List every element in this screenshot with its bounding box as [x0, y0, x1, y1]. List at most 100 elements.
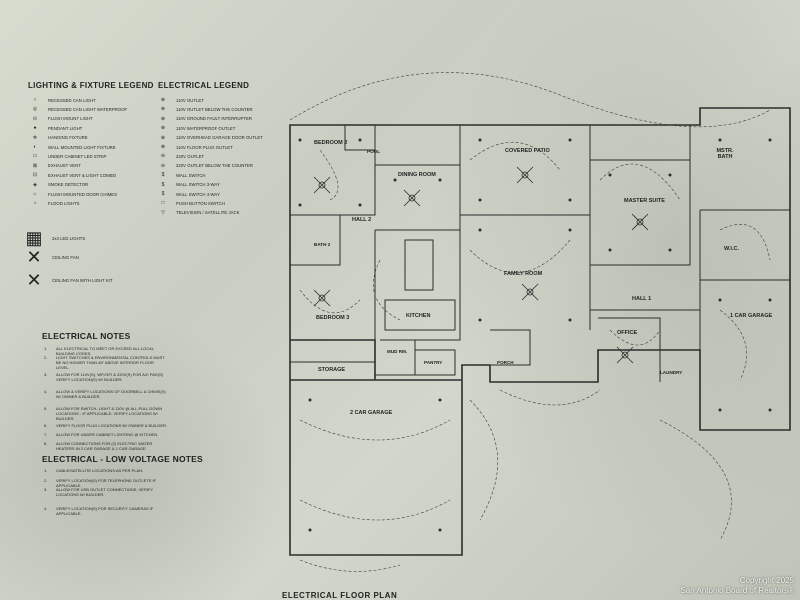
lighting-legend-item: ⊙FLUSH MOUNT LIGHT	[30, 116, 93, 122]
lighting-legend-item: ⌂FLUSH MOUNTED DOOR CHIMES	[30, 191, 117, 197]
lighting-legend-label: CEILING FAN WITH LIGHT KIT	[52, 278, 113, 283]
lighting-legend-item: ✕CEILING FAN	[24, 247, 79, 268]
sheet-title: ELECTRICAL FLOOR PLAN	[282, 591, 398, 600]
lighting-legend-label: FLUSH MOUNTED DOOR CHIMES	[48, 191, 117, 197]
room-laundry: LAUNDRY	[660, 370, 683, 375]
electrical-notes-title: ELECTRICAL NOTES	[42, 331, 131, 341]
note-text: ALLOW FOR UNDER CABINET LIGHTING @ KITCH…	[56, 432, 159, 437]
note-text: ALLOW FOR SWITCH, LIGHT & 110V @ ALL PUL…	[56, 406, 163, 422]
room-mstr-bath: MSTR. BATH	[716, 148, 734, 160]
electrical-legend-label: 110V WATERPROOF OUTLET	[176, 125, 236, 131]
electrical-legend-label: 110V FLOOR PLUG OUTLET	[176, 144, 233, 150]
lighting-legend-item: ◎RECESSED CAN LIGHT WATERPROOF	[30, 106, 127, 112]
room-bedroom-2: BEDROOM 2	[314, 140, 348, 146]
electrical-legend-label: 110V OUTLET	[176, 97, 204, 103]
note-item: 2.LIGHT SWITCHES & ENVIRONMENTAL CONTROL…	[44, 355, 168, 370]
room-wic: W.I.C.	[724, 246, 739, 252]
electrical-legend-item: $WALL SWITCH 3-WAY	[158, 182, 220, 188]
low-voltage-notes-title: ELECTRICAL - LOW VOLTAGE NOTES	[42, 454, 203, 464]
lighting-legend-item: ✲HANGING FIXTURE	[30, 135, 88, 141]
lighting-legend-item: ▭UNDER CABINET LED STRIP	[30, 153, 107, 160]
note-item: 2.VERIFY LOCATION(S) FOR TELEPHONE OUTLE…	[44, 478, 168, 488]
electrical-legend-label: 110V GROUND FAULT INTERRUPTER	[176, 116, 252, 122]
note-text: ALL ELECTRICAL TO MEET OR EXCEED ALL LOC…	[56, 346, 154, 356]
lighting-legend-item: ⊠ EXHAUST VENT	[30, 163, 81, 169]
copyright-line-2: San Antonio Board of Realtors®	[680, 586, 794, 595]
electrical-legend-item: ⊖220V OUTLET BELOW THE COUNTER	[158, 163, 253, 169]
room-pool: POOL	[367, 149, 381, 154]
smoke-detector-icon: ◈	[33, 181, 37, 188]
room-bedroom-3: BEDROOM 3	[316, 315, 350, 321]
lighting-legend-item: ✕ CEILING FAN WITH LIGHT KIT	[24, 270, 113, 291]
note-number: 6.	[44, 423, 48, 429]
led-strip-icon: ▭	[32, 153, 38, 160]
outlet-symbol-icon: ⊖	[160, 162, 166, 169]
note-item: 8.ALLOW CONNECTIONS FOR (2) ELECTRIC WAT…	[44, 441, 168, 451]
outlet-symbol-icon: $	[161, 181, 165, 188]
lighting-legend-label: 2x4 LED LIGHTS	[52, 236, 86, 241]
note-text: ALLOW & VERIFY LOCATIONS OF DOORBELL & C…	[56, 389, 166, 399]
note-item: 4. VERIFY LOCATION(S) FOR SECURITY CAMERA…	[44, 506, 168, 516]
ceiling-fan-light-icon: ✕	[26, 270, 42, 290]
lighting-legend-label: WALL MOUNTED LIGHT FIXTURE	[48, 144, 116, 150]
lighting-legend-item: ☼ FLOOD LIGHTS	[30, 200, 80, 206]
lighting-legend-label: SMOKE DETECTOR	[48, 182, 89, 188]
note-text: VERIFY FLOOR PLUG LOCATIONS W/ OWNER & B…	[56, 423, 167, 429]
lighting-legend-label: EXHAUST VENT	[48, 163, 81, 169]
electrical-legend-label: 110V OUTLET BELOW THE COUNTER	[176, 106, 253, 112]
room-hall-1: HALL 1	[632, 296, 652, 302]
electrical-legend-label: PUSH BUTTON SWITCH	[176, 200, 225, 206]
note-number: 7.	[44, 432, 48, 437]
lighting-legend-item: ◈ SMOKE DETECTOR	[30, 182, 88, 188]
electrical-legend-title: ELECTRICAL LEGEND	[158, 81, 250, 90]
note-item: 7. ALLOW FOR UNDER CABINET LIGHTING @ KIT…	[44, 432, 168, 437]
room-office: OFFICE	[617, 330, 638, 336]
room-kitchen: KITCHEN	[406, 313, 431, 319]
recessed-can-wp-icon: ◎	[32, 106, 38, 113]
flood-light-icon: ☼	[32, 200, 38, 207]
room-2-car-garage: 2 CAR GARAGE	[350, 410, 393, 416]
lighting-legend-label: CEILING FAN	[52, 255, 79, 260]
note-text: ALLOW FOR 110V(S), WP,/GFI & 220V(S) FOR…	[56, 371, 164, 382]
pendant-icon: ●	[33, 125, 37, 132]
room-covered-patio: COVERED PATIO	[505, 148, 550, 154]
electrical-legend-item: ⊖220V OUTLET	[158, 153, 204, 159]
vent-light-icon: ⊡	[32, 172, 38, 179]
electrical-legend-item: ⊕ 110V OUTLET	[158, 97, 204, 103]
lighting-legend-label: HANGING FIXTURE	[48, 135, 88, 141]
electrical-legend-item: ⊕110V WATERPROOF OUTLET	[158, 125, 235, 131]
lighting-legend-label: FLOOD LIGHTS	[48, 200, 80, 206]
note-number: 8.	[44, 440, 48, 446]
room-bath-2: BATH 2	[314, 242, 331, 247]
note-number: 1.	[44, 346, 48, 351]
outlet-symbol-icon: ⊗	[160, 144, 166, 150]
note-number: 1.	[44, 468, 48, 473]
note-number: 4.	[44, 506, 48, 511]
note-text: VERIFY LOCATION(S) FOR SECURITY CAMERAS …	[56, 506, 154, 516]
electrical-legend-label: WALL SWITCH	[176, 172, 206, 178]
room-storage: STORAGE	[318, 367, 346, 373]
electrical-legend-item: □PUSH BUTTON SWITCH	[158, 200, 225, 206]
room-dining: DINING ROOM	[398, 172, 436, 178]
note-number: 2.	[44, 477, 48, 483]
note-text: CABLE/SATELLITE LOCATIONS AS PER PLAN.	[56, 468, 144, 473]
electrical-legend-item: $WALL SWITCH	[158, 172, 206, 178]
outlet-symbol-icon: ▽	[161, 209, 165, 216]
lighting-legend-item: ▦2x4 LED LIGHTS	[24, 228, 85, 249]
electrical-legend-item: ▽ TELEVISION / SATELLITE JACK	[158, 210, 239, 216]
copyright-watermark: Copyright 2025 San Antonio Board of Real…	[680, 576, 794, 596]
room-hall-2: HALL 2	[352, 217, 372, 223]
room-master-suite: MASTER SUITE	[624, 198, 665, 204]
electrical-legend-label: TELEVISION / SATELLITE JACK	[176, 210, 240, 216]
lighting-legend-title: LIGHTING & FIXTURE LEGEND	[28, 81, 154, 90]
note-number: 5.	[44, 406, 48, 412]
room-porch: PORCH	[497, 360, 514, 365]
electrical-legend-item: $WALL SWITCH 4-WAY	[158, 191, 220, 197]
exhaust-vent-icon: ⊠	[32, 162, 38, 169]
note-item: 3.ALLOW FOR 110V(S), WP,/GFI & 220V(S) F…	[44, 371, 168, 382]
note-item: 3.ALLOW FOR USB OUTLET CONNECTIONS. VERI…	[44, 487, 168, 497]
note-item: 5. ALLOW FOR SWITCH, LIGHT & 110V @ ALL P…	[44, 406, 168, 422]
outlet-symbol-icon: ⊕	[160, 106, 166, 113]
outlet-symbol-icon: ⊕	[160, 97, 166, 103]
lighting-legend-label: RECESSED CAN LIGHT	[48, 97, 96, 103]
